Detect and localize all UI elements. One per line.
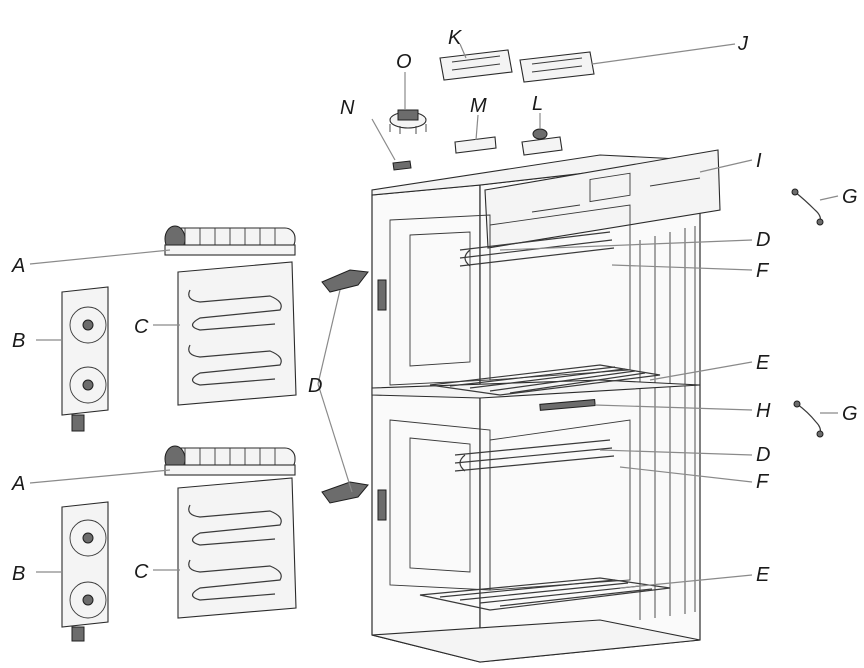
lower-convection-element xyxy=(177,477,297,619)
lower-door-hinge xyxy=(321,481,369,504)
lower-broil-element xyxy=(454,439,615,472)
label-i: I xyxy=(756,150,762,172)
leader-lines xyxy=(29,43,839,589)
label-j: J xyxy=(737,33,749,55)
label-l: L xyxy=(532,93,543,115)
label-g-upper: G xyxy=(842,186,858,208)
lower-convection-blower xyxy=(164,445,296,476)
label-f-upper: F xyxy=(756,260,770,282)
relay-l xyxy=(521,128,563,156)
label-d-lower-right: D xyxy=(756,444,770,466)
upper-wire-harness xyxy=(791,188,824,226)
label-f-lower: F xyxy=(756,471,770,493)
label-b-lower: B xyxy=(12,563,25,585)
fan-motor-o xyxy=(389,109,427,134)
lower-rack xyxy=(419,577,671,611)
board-k xyxy=(439,49,513,81)
label-a-lower: A xyxy=(11,473,25,495)
label-b-upper: B xyxy=(12,330,25,352)
part-labels: A A B B C C D D D E E F F G G H I J K L … xyxy=(11,27,858,586)
upper-convection-blower xyxy=(164,225,296,256)
upper-convection-element xyxy=(177,261,297,406)
label-e-lower: E xyxy=(756,564,770,586)
lower-fan-assembly xyxy=(61,501,109,642)
upper-rack xyxy=(429,364,661,396)
switch-n xyxy=(392,160,412,171)
upper-fan-assembly xyxy=(61,286,109,432)
upper-door-hinge xyxy=(321,269,369,293)
label-o: O xyxy=(396,51,412,73)
label-c-lower: C xyxy=(134,561,149,583)
label-d-upper-right: D xyxy=(756,229,770,251)
label-d-left: D xyxy=(308,375,322,397)
label-h: H xyxy=(756,400,771,422)
label-m: M xyxy=(470,95,487,117)
oven-cabinet xyxy=(371,149,721,663)
label-n: N xyxy=(340,97,355,119)
lower-wire-harness xyxy=(793,400,824,438)
sensor-m xyxy=(454,136,497,154)
label-g-lower: G xyxy=(842,403,858,425)
label-k: K xyxy=(448,27,463,49)
board-j xyxy=(519,51,595,83)
label-c-upper: C xyxy=(134,316,149,338)
light-strip xyxy=(539,399,596,411)
label-e-upper: E xyxy=(756,352,770,374)
label-a-upper: A xyxy=(11,255,25,277)
